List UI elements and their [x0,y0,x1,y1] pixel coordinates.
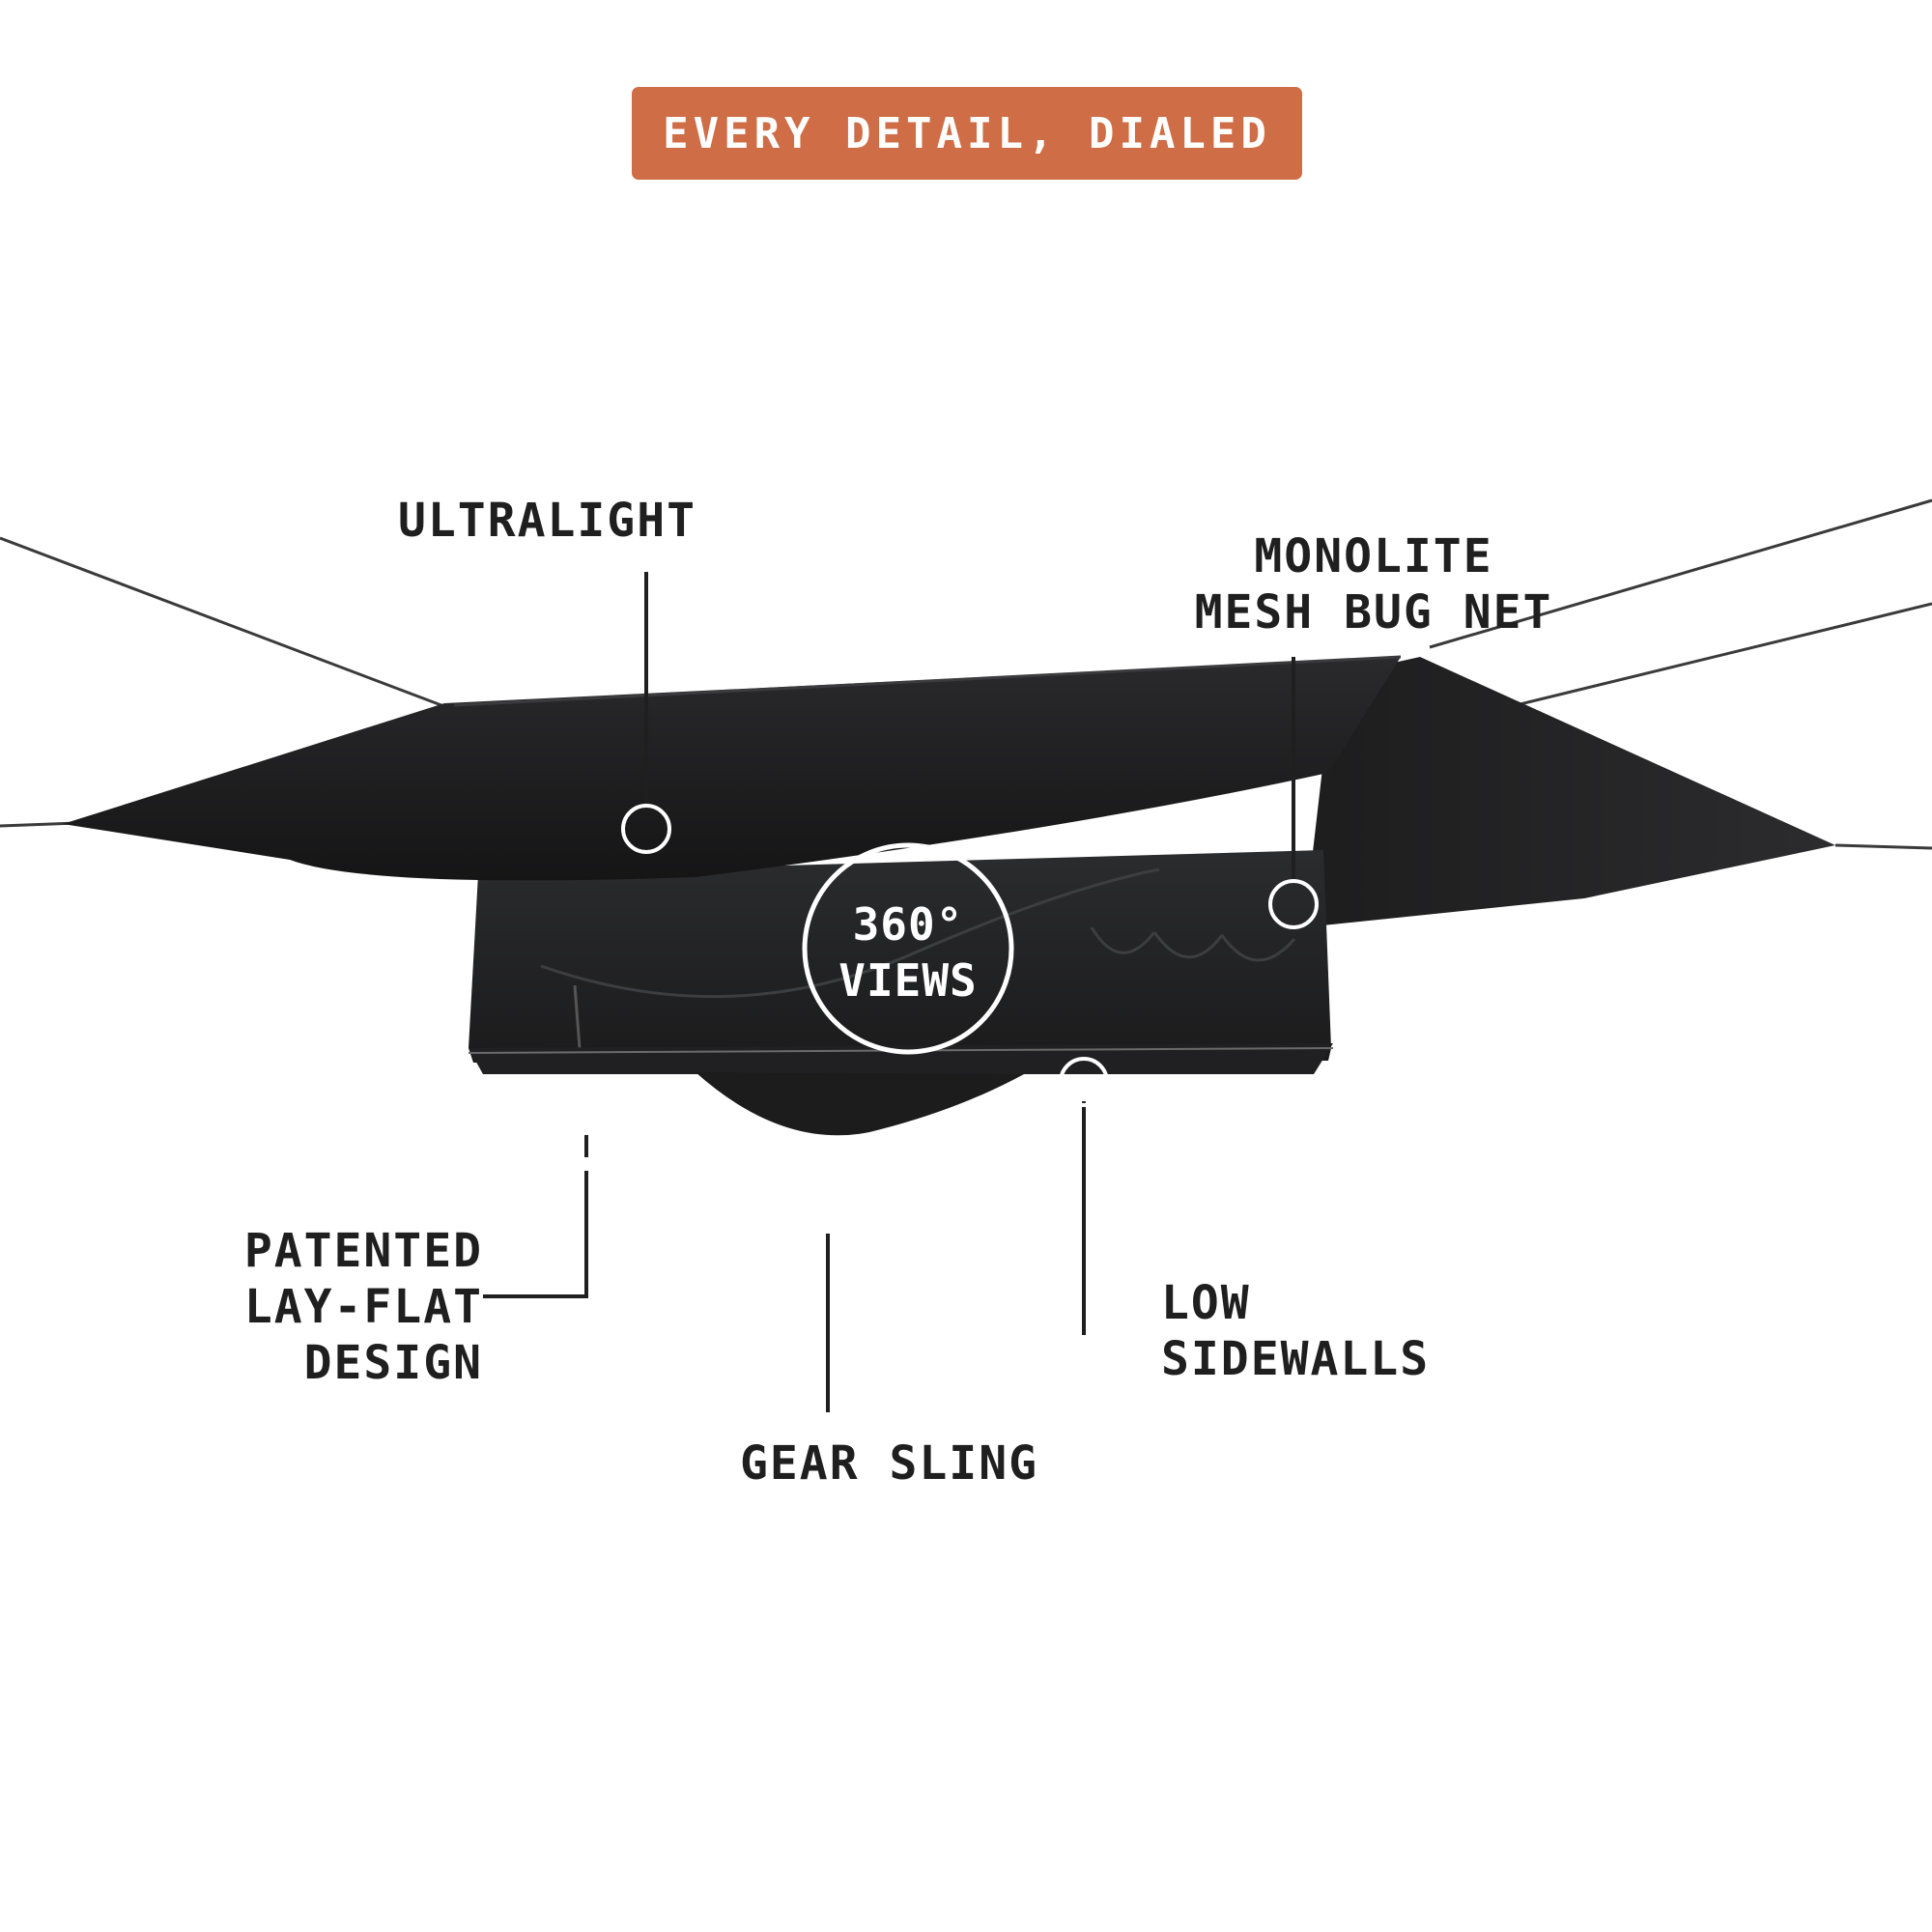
tarp-back-wing [1304,657,1835,927]
hotspot-marker-icon[interactable] [621,804,671,854]
callout-gear-sling: GEAR SLING [740,1436,1038,1491]
hotspot-marker-icon[interactable] [1268,879,1319,929]
guy-lines [0,498,1932,850]
views-label: VIEWS [838,954,978,1007]
views-degree-label: 360° [852,898,964,951]
callout-bug-net: MONOLITE MESH BUG NET [1194,529,1553,639]
mesh-bug-net [469,850,1331,1063]
360-views-button[interactable]: 360° VIEWS [804,896,1012,1009]
gear-sling [696,1072,1024,1136]
section-title-badge: EVERY DETAIL, DIALED [632,87,1302,180]
callout-lay-flat: PATENTED LAY-FLAT DESIGN [243,1224,483,1390]
mesh-panels [540,867,1296,1049]
rain-tarp [63,657,1401,881]
hotspot-marker-icon[interactable] [1059,1057,1109,1107]
360-view-icon[interactable] [802,842,1014,1055]
callout-ultralight: ULTRALIGHT [398,494,696,548]
callout-sidewalls: LOW SIDEWALLS [1161,1276,1431,1386]
leader-lines [483,572,1295,1412]
